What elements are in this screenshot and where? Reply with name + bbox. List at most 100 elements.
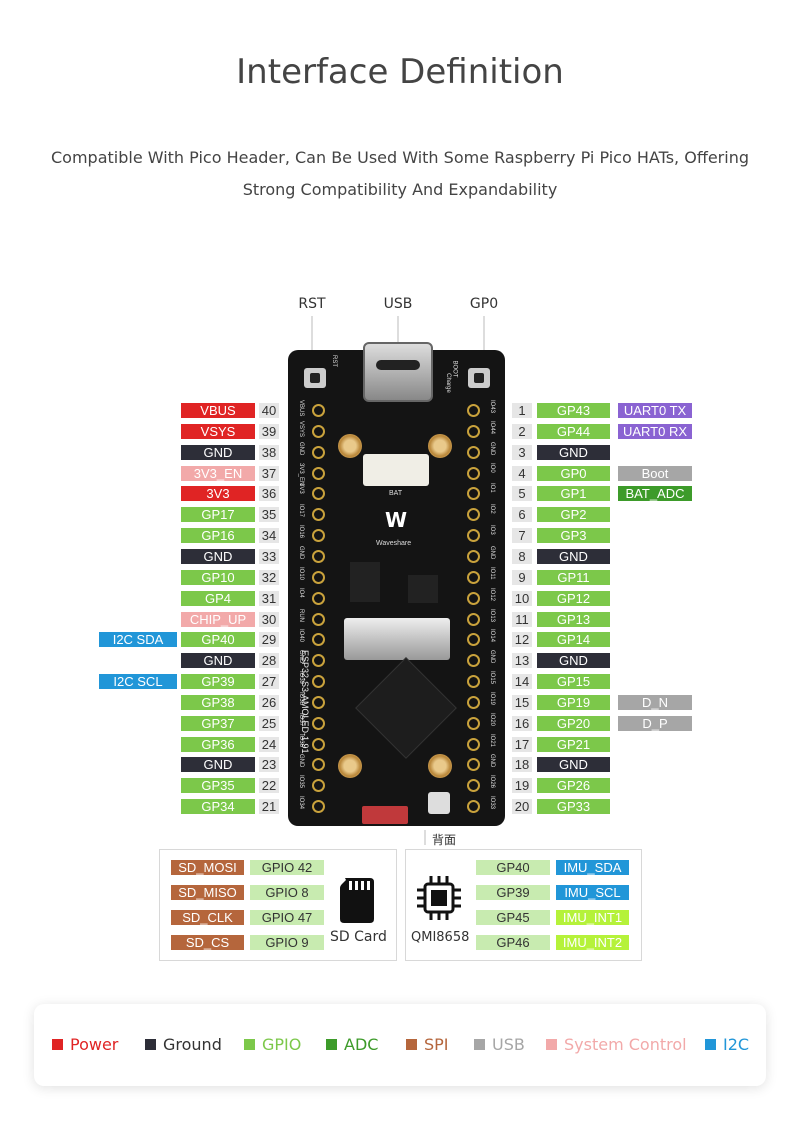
pin-label-right: GP2 bbox=[537, 507, 610, 523]
pin-extra-right: D_N bbox=[618, 694, 692, 710]
legend-item: I2C bbox=[705, 1036, 749, 1054]
pin-label-left: GND bbox=[181, 444, 255, 460]
header-hole bbox=[312, 404, 325, 417]
header-hole bbox=[312, 737, 325, 751]
header-hole bbox=[312, 612, 325, 626]
legend-swatch bbox=[406, 1039, 417, 1050]
header-hole bbox=[467, 737, 480, 751]
pin-number-left: 23 bbox=[259, 757, 279, 773]
legend-item: ADC bbox=[326, 1036, 378, 1054]
pin-label-left: GP34 bbox=[181, 799, 255, 815]
imu-caption: QMI8658 bbox=[411, 930, 470, 945]
pin-number-right: 7 bbox=[512, 528, 532, 544]
pin-label-right: GP33 bbox=[537, 799, 610, 815]
pin-number-right: 9 bbox=[512, 569, 532, 585]
sd-gpio-label: GPIO 9 bbox=[250, 935, 324, 950]
header-hole bbox=[467, 445, 480, 459]
legend-label: ADC bbox=[344, 1035, 379, 1054]
header-hole bbox=[467, 695, 480, 709]
pin-number-right: 4 bbox=[512, 465, 532, 481]
imu-gpio-label: GP46 bbox=[476, 935, 550, 950]
header-hole bbox=[467, 487, 480, 501]
pin-number-right: 17 bbox=[512, 736, 532, 752]
legend-label: USB bbox=[492, 1035, 525, 1054]
pin-number-right: 11 bbox=[512, 611, 532, 627]
legend-label: GPIO bbox=[262, 1035, 302, 1054]
mount-hole bbox=[338, 754, 362, 778]
header-hole bbox=[467, 633, 480, 647]
legend-label: Ground bbox=[163, 1035, 222, 1054]
header-hole bbox=[467, 529, 480, 543]
header-hole bbox=[312, 445, 325, 459]
header-hole bbox=[467, 612, 480, 626]
header-hole bbox=[467, 549, 480, 563]
pin-extra-right: Boot bbox=[618, 465, 692, 481]
pin-number-right: 6 bbox=[512, 507, 532, 523]
pin-number-right: 10 bbox=[512, 590, 532, 606]
antenna-connector bbox=[428, 792, 450, 814]
battery-connector bbox=[363, 454, 429, 486]
pin-label-left: GP35 bbox=[181, 778, 255, 794]
header-hole bbox=[312, 508, 325, 522]
pin-label-left: GP4 bbox=[181, 590, 255, 606]
pin-number-left: 28 bbox=[259, 653, 279, 669]
pin-label-right: GND bbox=[537, 548, 610, 564]
subtitle-line-1: Compatible With Pico Header, Can Be Used… bbox=[50, 148, 749, 167]
chip-icon bbox=[415, 874, 463, 922]
header-hole bbox=[312, 800, 325, 814]
waveshare-logo: W bbox=[384, 508, 408, 532]
pin-label-right: GND bbox=[537, 444, 610, 460]
pin-number-left: 33 bbox=[259, 548, 279, 564]
legend-item: SPI bbox=[406, 1036, 449, 1054]
header-hole bbox=[312, 570, 325, 584]
sd-card-icon bbox=[340, 878, 374, 923]
pin-label-right: GP15 bbox=[537, 674, 610, 690]
pin-extra-left: I2C SCL bbox=[99, 674, 177, 690]
imu-gpio-label: GP39 bbox=[476, 885, 550, 900]
pin-label-right: GP0 bbox=[537, 465, 610, 481]
pin-label-left: GP37 bbox=[181, 715, 255, 731]
pin-label-right: GND bbox=[537, 757, 610, 773]
sd-gpio-label: GPIO 8 bbox=[250, 885, 324, 900]
pin-label-left: 3V3 bbox=[181, 486, 255, 502]
header-hole bbox=[312, 675, 325, 689]
imu-gpio-label: GP40 bbox=[476, 860, 550, 875]
pin-extra-right: BAT_ADC bbox=[618, 486, 692, 502]
pin-label-left: GND bbox=[181, 653, 255, 669]
sd-signal-label: SD_CLK bbox=[171, 910, 244, 925]
pin-number-left: 30 bbox=[259, 611, 279, 627]
pin-label-left: CHIP_UP bbox=[181, 611, 255, 627]
legend-item: GPIO bbox=[244, 1036, 301, 1054]
pin-number-left: 38 bbox=[259, 444, 279, 460]
pin-label-left: GP40 bbox=[181, 632, 255, 648]
header-hole bbox=[312, 549, 325, 563]
pin-number-left: 37 bbox=[259, 465, 279, 481]
pin-label-right: GP12 bbox=[537, 590, 610, 606]
pin-number-right: 2 bbox=[512, 423, 532, 439]
pin-label-left: GP38 bbox=[181, 694, 255, 710]
pin-label-left: GP16 bbox=[181, 528, 255, 544]
pin-number-right: 14 bbox=[512, 674, 532, 690]
header-hole bbox=[312, 529, 325, 543]
header-hole bbox=[467, 508, 480, 522]
pin-number-left: 31 bbox=[259, 590, 279, 606]
pin-number-right: 15 bbox=[512, 694, 532, 710]
pin-label-left: GP39 bbox=[181, 674, 255, 690]
pin-label-left: GP17 bbox=[181, 507, 255, 523]
pin-label-right: GP3 bbox=[537, 528, 610, 544]
pin-label-right: GP21 bbox=[537, 736, 610, 752]
pin-number-right: 1 bbox=[512, 403, 532, 418]
pin-label-right: GP43 bbox=[537, 403, 610, 418]
header-hole bbox=[312, 466, 325, 480]
header-hole bbox=[312, 591, 325, 605]
header-hole bbox=[312, 758, 325, 772]
header-hole bbox=[312, 654, 325, 668]
header-hole bbox=[467, 654, 480, 668]
pin-number-left: 21 bbox=[259, 799, 279, 815]
pin-label-right: GP19 bbox=[537, 694, 610, 710]
back-leader-line bbox=[424, 830, 426, 845]
header-hole bbox=[312, 424, 325, 438]
pin-number-left: 39 bbox=[259, 423, 279, 439]
gp0-label: GP0 bbox=[469, 296, 499, 312]
